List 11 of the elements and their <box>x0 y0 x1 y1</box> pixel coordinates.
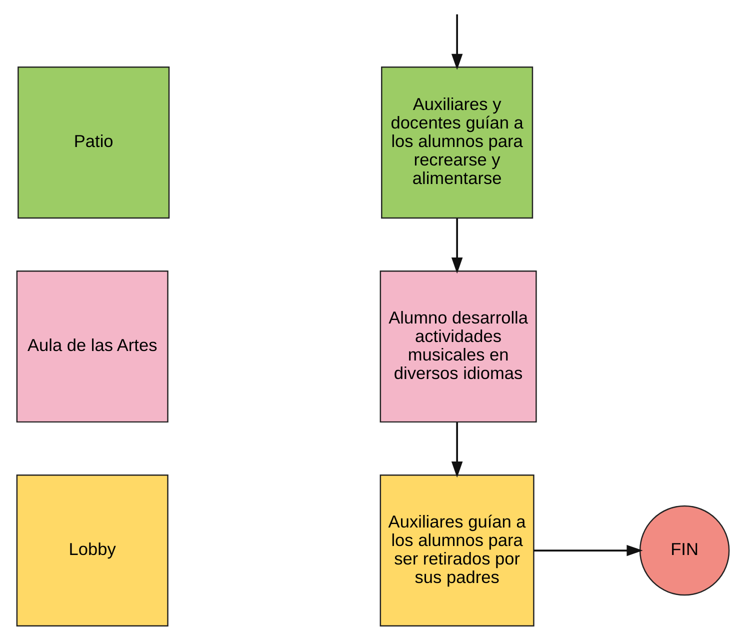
node-box: Patio <box>18 66 170 219</box>
arrow <box>534 544 643 556</box>
arrow <box>451 422 463 478</box>
node-circle: FIN <box>639 505 730 596</box>
node-box: Auxiliares guían a los alumnos para ser retirados por sus padres <box>380 474 534 627</box>
node-box: Auxiliares y docentes guían a los alumnos para recrearse y alimentarse <box>381 66 534 219</box>
node-box: Lobby <box>16 474 168 627</box>
arrow <box>451 14 463 70</box>
node-box: Alumno desarrolla actividades musicales en diversos idiomas <box>380 270 537 423</box>
node-box: Aula de las Artes <box>16 270 168 423</box>
arrow <box>451 218 463 274</box>
